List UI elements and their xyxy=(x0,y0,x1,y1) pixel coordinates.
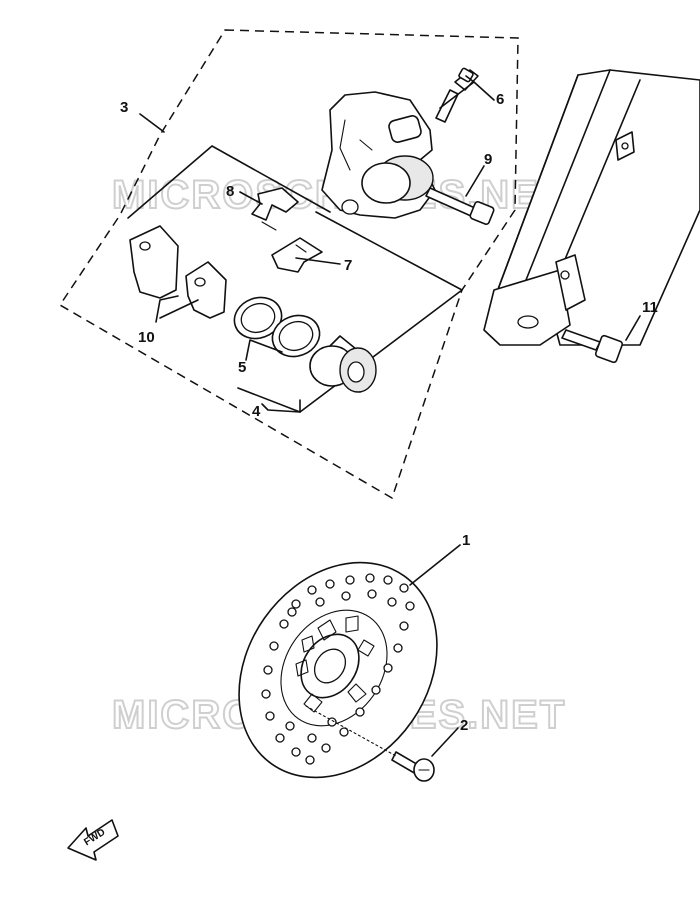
caliper-bolt xyxy=(425,187,495,225)
caliper-piston xyxy=(309,335,377,393)
disc-center-slots xyxy=(295,615,375,713)
callout-3: 3 xyxy=(120,99,128,116)
callout-8: 8 xyxy=(226,183,234,200)
leader-lines xyxy=(139,75,641,757)
caliper-assembly-outline xyxy=(58,29,519,500)
callout-4: 4 xyxy=(252,403,261,420)
pad-spring-8 xyxy=(251,187,299,231)
fork-tube xyxy=(483,69,700,346)
callout-1: 1 xyxy=(462,532,470,549)
mounting-bolt-11 xyxy=(561,329,624,364)
callout-6: 6 xyxy=(496,91,504,108)
piston-seals xyxy=(233,296,321,358)
callout-5: 5 xyxy=(238,359,246,376)
fwd-direction-arrow: FWD xyxy=(67,819,119,861)
group-bracket-top xyxy=(127,145,331,219)
disc-vent-holes xyxy=(261,573,415,765)
disc-screw xyxy=(305,705,435,782)
callout-11: 11 xyxy=(642,299,658,316)
callout-10: 10 xyxy=(138,329,155,346)
callout-9: 9 xyxy=(484,151,492,168)
callout-2: 2 xyxy=(460,717,468,734)
pad-clip-7 xyxy=(271,237,323,273)
brake-pads xyxy=(129,225,227,319)
caliper-body xyxy=(321,91,436,219)
callout-7: 7 xyxy=(344,257,352,274)
brake-disc xyxy=(238,561,438,779)
